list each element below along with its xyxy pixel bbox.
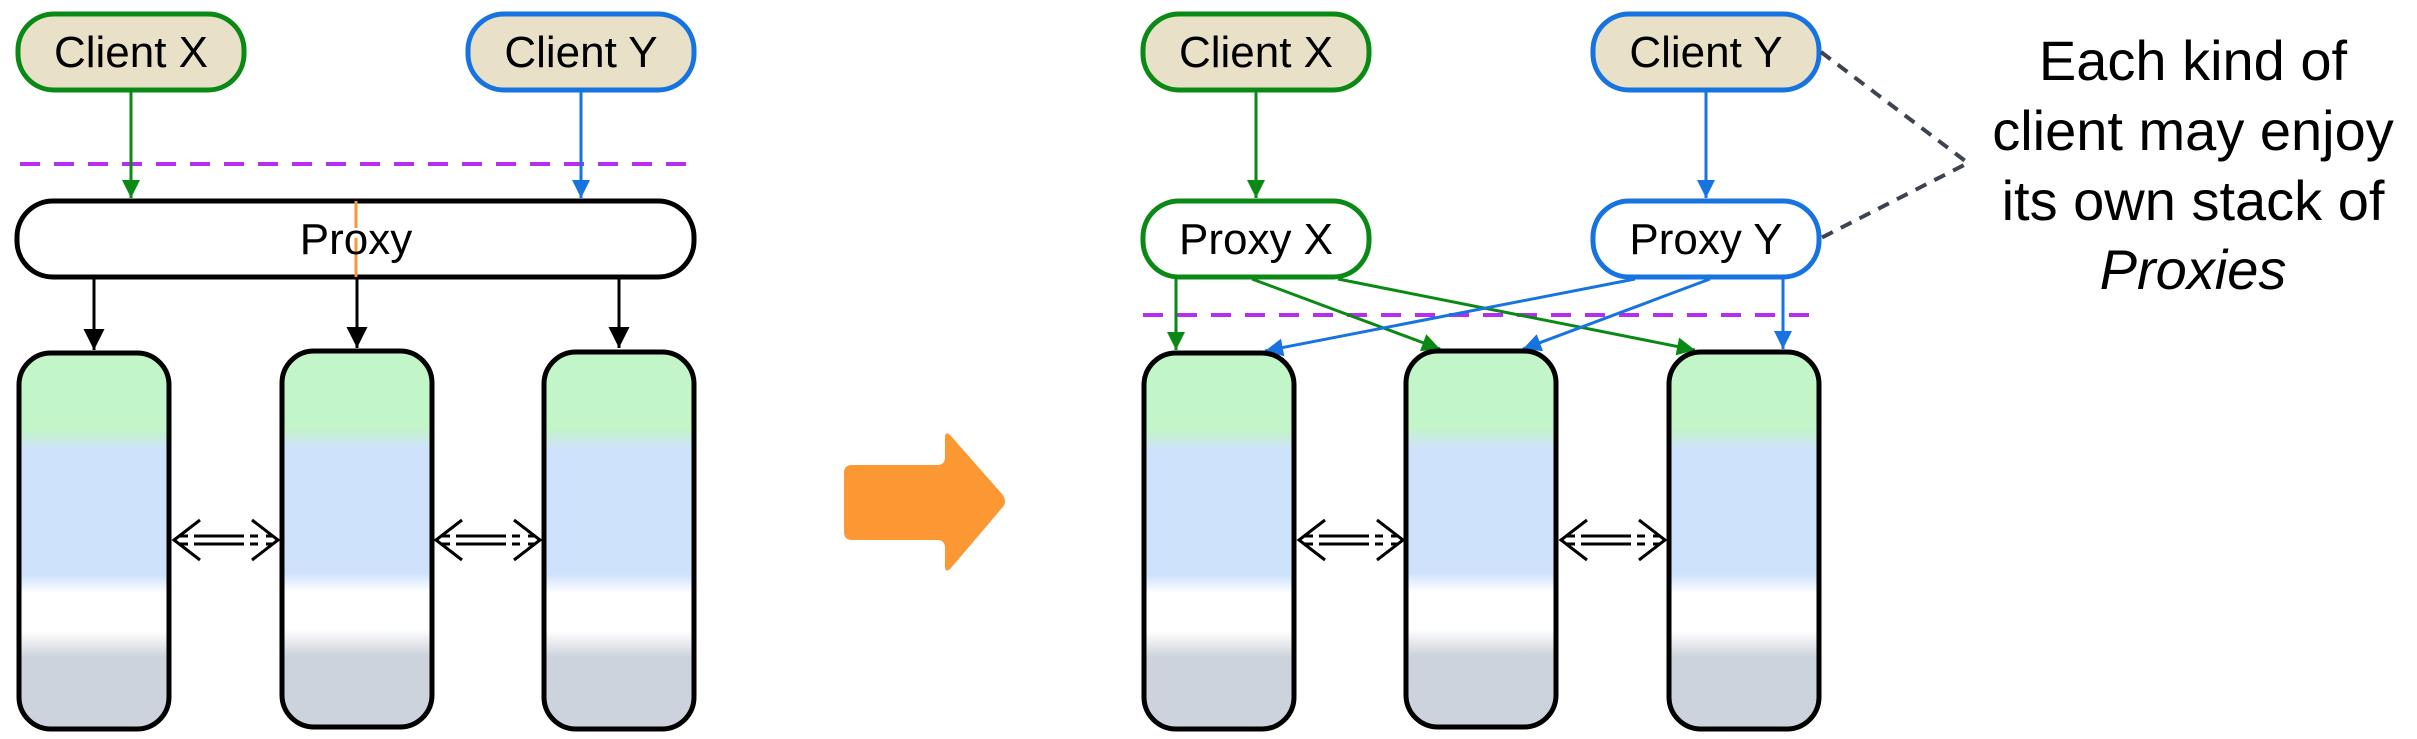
transition-arrow-icon	[844, 433, 1005, 571]
callout-line-3: its own stack of	[2002, 169, 2385, 232]
node-3[interactable]	[541, 349, 697, 732]
replication-arrow-1-2	[171, 518, 281, 562]
node-2[interactable]	[1403, 348, 1559, 730]
before-diagram: Client X Client Y Proxy	[14, 11, 697, 732]
proxy-label: Proxy	[300, 215, 412, 264]
proxy-y-label: Proxy Y	[1629, 215, 1782, 264]
replication-arrow-2-3	[1558, 518, 1668, 562]
proxy-box[interactable]: Proxy	[14, 198, 697, 280]
proxy-x-to-node-3-arrow	[1337, 277, 1696, 356]
node-2[interactable]	[279, 348, 435, 730]
client-x-box[interactable]: Client X	[1140, 11, 1372, 93]
proxy-y-box[interactable]: Proxy Y	[1590, 198, 1822, 280]
after-diagram: Client X Client Y Proxy X Proxy Y	[1140, 11, 2394, 732]
proxy-y-to-node-2-arrow	[1522, 277, 1711, 352]
client-x-label: Client X	[1179, 28, 1333, 77]
callout-line-1: Each kind of	[2039, 29, 2348, 92]
node-1[interactable]	[1141, 350, 1297, 732]
proxy-x-box[interactable]: Proxy X	[1140, 198, 1372, 280]
client-y-box[interactable]: Client Y	[465, 11, 697, 93]
replication-arrow-1-2	[1296, 518, 1406, 562]
callout-emphasis: Proxies	[2100, 238, 2287, 301]
client-y-label: Client Y	[1629, 28, 1782, 77]
client-x-box[interactable]: Client X	[15, 11, 247, 93]
client-y-label: Client Y	[504, 28, 657, 77]
callout-connector	[1819, 50, 1972, 240]
callout-text: Each kind of client may enjoy its own st…	[1992, 29, 2394, 301]
node-1[interactable]	[16, 350, 172, 732]
client-y-box[interactable]: Client Y	[1590, 11, 1822, 93]
callout-line-2: client may enjoy	[1992, 99, 2394, 162]
proxy-y-to-node-1-arrow	[1264, 277, 1636, 357]
replication-arrow-2-3	[433, 518, 543, 562]
client-x-label: Client X	[54, 28, 208, 77]
proxy-x-to-node-2-arrow	[1251, 277, 1441, 352]
proxy-x-label: Proxy X	[1179, 215, 1333, 264]
node-3[interactable]	[1666, 349, 1822, 732]
